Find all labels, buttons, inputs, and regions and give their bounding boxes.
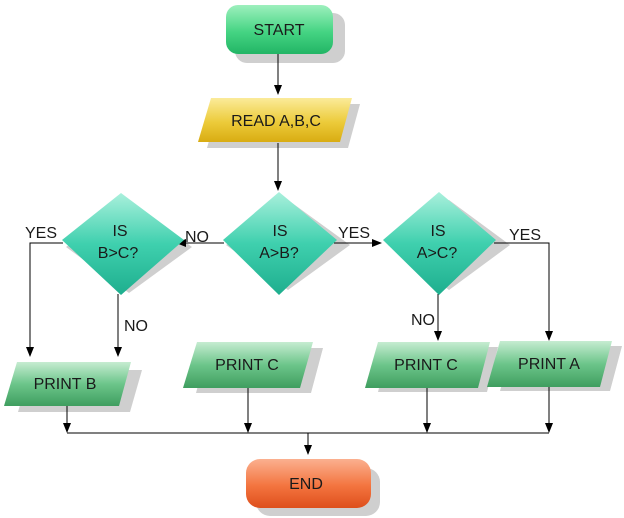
print-c-left-output: PRINT C bbox=[183, 342, 313, 388]
print-a-output: PRINT A bbox=[487, 341, 612, 387]
decision-ac-line1: IS bbox=[430, 223, 445, 240]
read-label: READ A,B,C bbox=[231, 113, 321, 130]
decision-b-gt-c: IS B>C? bbox=[62, 193, 184, 295]
print-b-label: PRINT B bbox=[34, 376, 97, 393]
end-terminal: END bbox=[246, 459, 371, 508]
edge-label-bc-no: NO bbox=[124, 318, 148, 335]
edge-label-ac-yes: YES bbox=[509, 227, 541, 244]
edge-label-ac-no: NO bbox=[411, 312, 435, 329]
print-c-left-label: PRINT C bbox=[215, 357, 279, 374]
print-b-output: PRINT B bbox=[4, 362, 131, 406]
read-input: READ A,B,C bbox=[198, 98, 352, 142]
decision-a-gt-b: IS A>B? bbox=[223, 192, 337, 295]
connector-ac-yes bbox=[494, 242, 553, 341]
print-c-right-label: PRINT C bbox=[394, 357, 458, 374]
decision-ab-line1: IS bbox=[272, 223, 287, 240]
decision-ab-line2: A>B? bbox=[259, 245, 299, 262]
connector-bc-yes bbox=[26, 242, 63, 357]
decision-bc-line1: IS bbox=[112, 223, 127, 240]
print-c-right-output: PRINT C bbox=[365, 342, 490, 388]
edge-label-ab-no: NO bbox=[185, 229, 209, 246]
print-a-label: PRINT A bbox=[518, 356, 580, 373]
decision-bc-line2: B>C? bbox=[98, 245, 139, 262]
edge-label-ab-yes: YES bbox=[338, 225, 370, 242]
start-label: START bbox=[254, 22, 305, 39]
end-label: END bbox=[289, 476, 323, 493]
decision-ac-line2: A>C? bbox=[417, 245, 458, 262]
decision-a-gt-c: IS A>C? bbox=[383, 192, 496, 295]
start-terminal: START bbox=[226, 5, 333, 54]
edge-label-bc-yes: YES bbox=[25, 225, 57, 242]
